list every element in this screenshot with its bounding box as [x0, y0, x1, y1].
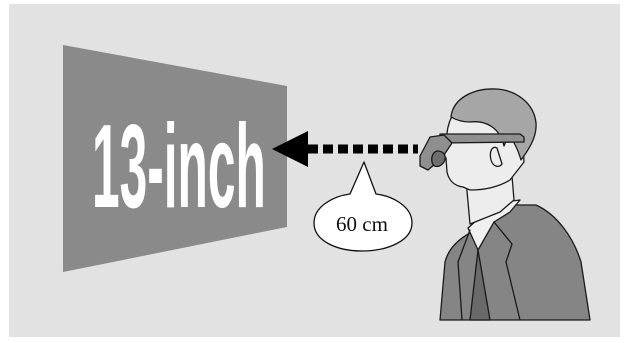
headset-band: [439, 133, 525, 144]
screen-size-label: 13-inch: [92, 100, 266, 233]
distance-arrow: [272, 131, 418, 167]
distance-callout: 60 cm: [313, 161, 413, 252]
headset-lens: [431, 150, 446, 168]
virtual-screen: [63, 45, 287, 272]
suit-lapel: [493, 221, 521, 321]
suit-lapel-left: [457, 229, 471, 321]
ear: [489, 146, 503, 167]
distance-label: 60 cm: [336, 212, 388, 236]
person-with-head-mounted-display-icon: [419, 88, 591, 321]
tie: [469, 249, 491, 321]
arrow-head: [272, 131, 308, 167]
suit: [439, 204, 591, 321]
callout-bubble: [313, 161, 413, 252]
